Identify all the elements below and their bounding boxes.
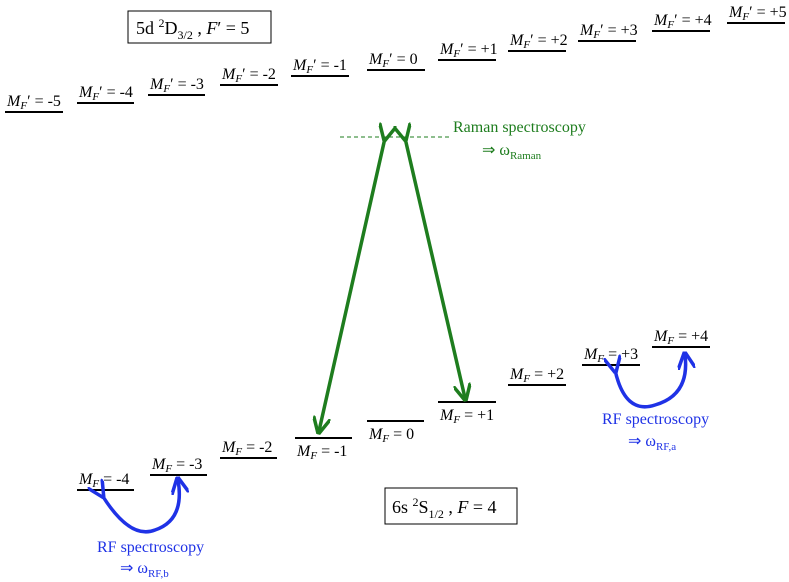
svg-text:5d 2D3/2 , F′ = 5: 5d 2D3/2 , F′ = 5 (136, 16, 249, 42)
rf-a-transition: RF spectroscopy ⇒ ωRF,a (602, 355, 709, 453)
lower-level-label: MF = +4 (653, 328, 708, 347)
upper-sublevels: MF′ = -5 MF′ = -4 MF′ = -3 MF′ = -2 MF′ = -1… (5, 4, 787, 113)
upper-level-label: MF′ = +2 (509, 32, 568, 51)
upper-level-label: MF′ = -1 (292, 57, 347, 76)
upper-level-label: MF′ = 0 (368, 51, 418, 70)
lower-sublevels: MF = -4 MF = -3 MF = -2 MF = -1 MF = 0 MF = +… (77, 328, 710, 491)
raman-label: Raman spectroscopy (453, 119, 586, 136)
lower-level-label: MF = 0 (368, 426, 414, 445)
raman-frequency: ⇒ ωRaman (482, 142, 542, 162)
rf-a-label: RF spectroscopy (602, 411, 709, 428)
upper-level-label: MF′ = -5 (6, 93, 61, 112)
raman-arrow-down (319, 138, 385, 431)
upper-level-label: MF′ = +1 (439, 41, 498, 60)
lower-level-label: MF = -4 (78, 471, 129, 490)
upper-state-label: 5d 2D3/2 , F′ = 5 (127, 10, 272, 44)
upper-level-label: MF′ = +5 (728, 4, 787, 23)
svg-text:6s 2S1/2 , F = 4: 6s 2S1/2 , F = 4 (392, 495, 497, 521)
lower-state-label: 6s 2S1/2 , F = 4 (384, 487, 518, 525)
rf-a-frequency: ⇒ ωRF,a (628, 433, 676, 453)
raman-transition: Raman spectroscopy ⇒ ωRaman (319, 119, 586, 431)
upper-level-label: MF′ = -4 (78, 84, 133, 103)
lower-level-label: MF = -3 (151, 456, 202, 475)
raman-arrow-up (405, 138, 465, 398)
lower-level-label: MF = +3 (583, 346, 638, 365)
upper-level-label: MF′ = -2 (221, 66, 276, 85)
rf-b-transition: RF spectroscopy ⇒ ωRF,b (97, 480, 204, 580)
upper-level-label: MF′ = -3 (149, 76, 204, 95)
lower-level-label: MF = -2 (221, 439, 272, 458)
lower-level-label: MF = -1 (296, 443, 347, 462)
lower-level-label: MF = +1 (439, 407, 494, 426)
rf-b-arrow (102, 480, 179, 534)
rf-a-arrow (615, 355, 686, 409)
upper-level-label: MF′ = +3 (579, 22, 638, 41)
rf-b-label: RF spectroscopy (97, 539, 204, 556)
lower-level-label: MF = +2 (509, 366, 564, 385)
upper-level-label: MF′ = +4 (653, 12, 712, 31)
rf-b-frequency: ⇒ ωRF,b (120, 560, 169, 580)
